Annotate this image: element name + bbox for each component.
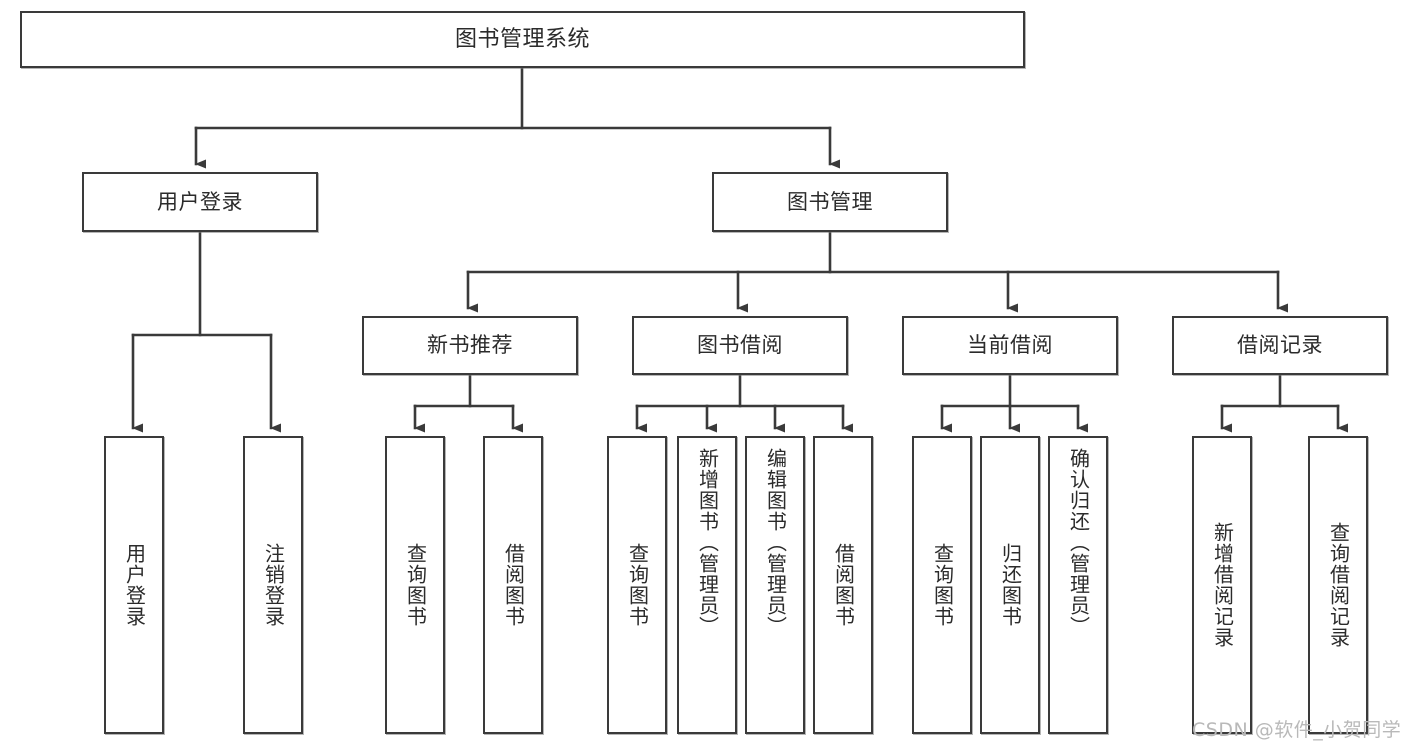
node-book-borrow-label: 图书借阅 (697, 333, 783, 358)
node-leaf-query-book-1-label: 查询图书 (403, 543, 428, 627)
node-book-borrow[interactable]: 图书借阅 (632, 316, 848, 375)
node-leaf-logout-label: 注销登录 (261, 543, 286, 627)
node-leaf-borrow-book-2[interactable]: 借阅图书 (813, 436, 873, 734)
node-root-system[interactable]: 图书管理系统 (20, 11, 1025, 68)
watermark-credit: CSDN @软件_小贺同学 (1192, 719, 1402, 741)
node-leaf-borrow-book-1-label: 借阅图书 (501, 543, 526, 627)
node-leaf-query-book-3-label: 查询图书 (930, 543, 955, 627)
node-leaf-return-book[interactable]: 归还图书 (980, 436, 1040, 734)
node-current-borrow-label: 当前借阅 (967, 333, 1053, 358)
node-leaf-user-login[interactable]: 用户登录 (104, 436, 164, 734)
node-leaf-edit-book-admin-label: 编辑图书（管理员） (763, 448, 788, 637)
node-leaf-user-login-label: 用户登录 (122, 543, 147, 627)
node-leaf-confirm-return-admin[interactable]: 确认归还（管理员） (1048, 436, 1108, 734)
node-leaf-edit-book-admin[interactable]: 编辑图书（管理员） (745, 436, 805, 734)
node-leaf-query-borrow-record[interactable]: 查询借阅记录 (1308, 436, 1368, 734)
node-leaf-borrow-book-1[interactable]: 借阅图书 (483, 436, 543, 734)
node-leaf-return-book-label: 归还图书 (998, 543, 1023, 627)
node-user-login-label: 用户登录 (157, 189, 243, 214)
node-borrow-record-label: 借阅记录 (1237, 333, 1323, 358)
node-leaf-query-book-3[interactable]: 查询图书 (912, 436, 972, 734)
node-leaf-query-book-1[interactable]: 查询图书 (385, 436, 445, 734)
node-new-book-rec-label: 新书推荐 (427, 333, 513, 358)
node-leaf-add-borrow-record[interactable]: 新增借阅记录 (1192, 436, 1252, 734)
node-leaf-borrow-book-2-label: 借阅图书 (831, 543, 856, 627)
node-current-borrow[interactable]: 当前借阅 (902, 316, 1118, 375)
node-leaf-query-book-2-label: 查询图书 (625, 543, 650, 627)
node-leaf-query-borrow-record-label: 查询借阅记录 (1326, 522, 1351, 648)
node-leaf-add-borrow-record-label: 新增借阅记录 (1210, 522, 1235, 648)
node-leaf-add-book-admin-label: 新增图书（管理员） (695, 448, 720, 637)
node-leaf-query-book-2[interactable]: 查询图书 (607, 436, 667, 734)
node-new-book-rec[interactable]: 新书推荐 (362, 316, 578, 375)
node-book-manage[interactable]: 图书管理 (712, 172, 948, 232)
node-leaf-logout[interactable]: 注销登录 (243, 436, 303, 734)
node-book-manage-label: 图书管理 (787, 189, 873, 214)
node-leaf-add-book-admin[interactable]: 新增图书（管理员） (677, 436, 737, 734)
node-leaf-confirm-return-admin-label: 确认归还（管理员） (1066, 448, 1091, 637)
node-root-system-label: 图书管理系统 (454, 26, 590, 52)
node-borrow-record[interactable]: 借阅记录 (1172, 316, 1388, 375)
node-user-login[interactable]: 用户登录 (82, 172, 318, 232)
